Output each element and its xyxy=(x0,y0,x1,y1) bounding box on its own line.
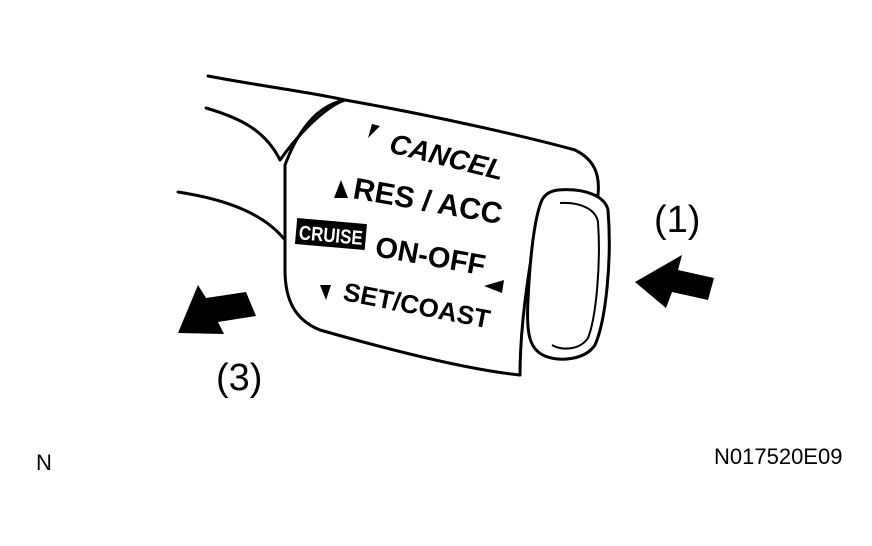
set-coast-down-arrow-icon xyxy=(320,285,331,300)
footer-left-label: N xyxy=(36,450,52,475)
callout-3: (3) xyxy=(216,357,262,399)
lever-head xyxy=(278,98,600,377)
on-off-left-arrow-icon xyxy=(484,280,504,293)
stalk-upper-edge xyxy=(206,74,347,102)
pull-arrow-icon xyxy=(178,285,256,334)
end-button-inner xyxy=(551,201,600,350)
stalk-middle-edge xyxy=(204,106,282,162)
cancel-marker-icon xyxy=(368,124,380,138)
res-acc-up-arrow-icon xyxy=(334,180,348,198)
lever-stalk xyxy=(176,74,347,242)
end-button xyxy=(526,188,611,361)
stalk-lower-edge xyxy=(176,190,287,242)
callout-1: (1) xyxy=(654,199,700,241)
end-button-outer xyxy=(526,188,611,361)
cruise-badge: CRUISE xyxy=(294,218,367,251)
push-arrow-icon xyxy=(635,255,714,308)
figure-id: N017520E09 xyxy=(714,444,842,469)
lever-head-outline xyxy=(283,98,600,377)
cruise-badge-box xyxy=(294,218,367,251)
lever-head-top-edge xyxy=(278,98,346,161)
